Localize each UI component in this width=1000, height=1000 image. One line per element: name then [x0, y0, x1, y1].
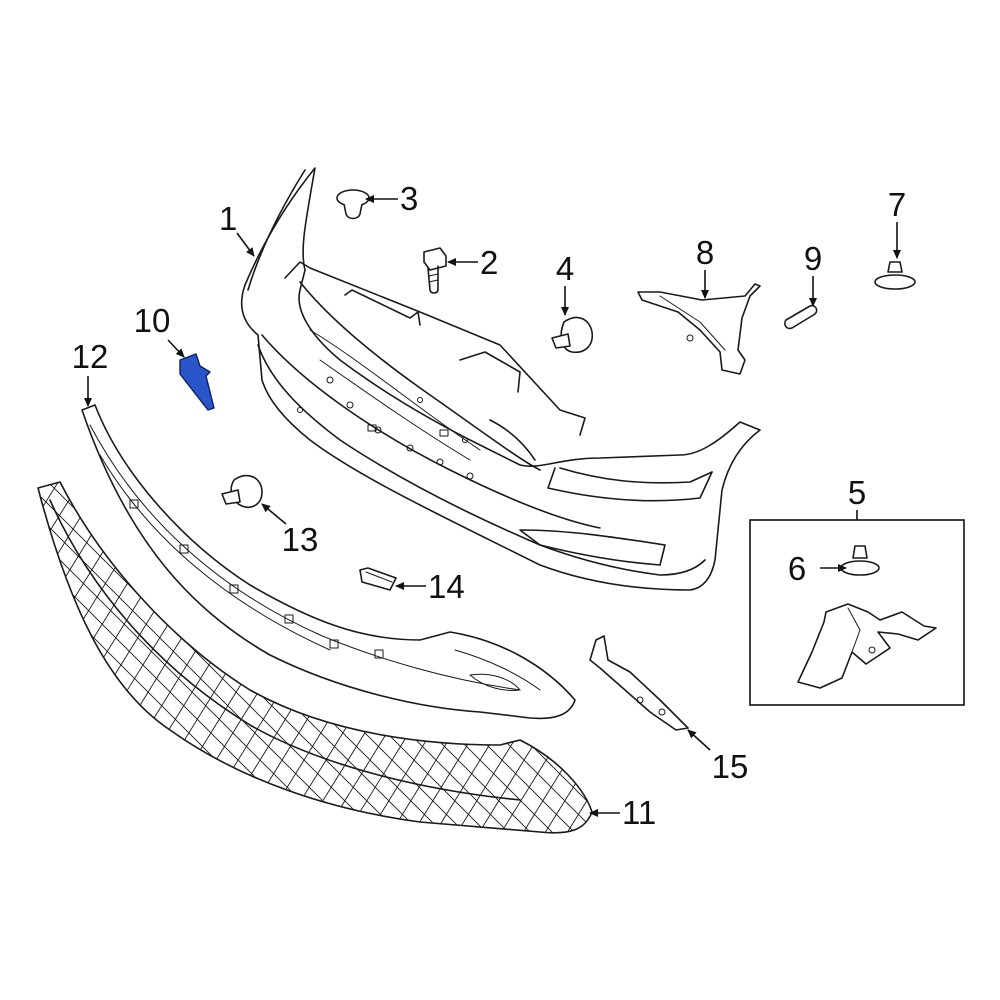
callout-1: 1 — [219, 200, 237, 237]
callout-13: 13 — [282, 521, 319, 558]
retainer-lower[interactable] — [221, 474, 263, 508]
highlighted-bracket[interactable] — [179, 353, 215, 411]
pin[interactable] — [784, 304, 818, 330]
bumper-cover[interactable] — [241, 167, 761, 591]
retainer[interactable] — [551, 316, 594, 354]
push-clip[interactable] — [336, 189, 370, 220]
callout-9: 9 — [804, 240, 822, 277]
callout-14: 14 — [428, 568, 465, 605]
callout-8: 8 — [696, 234, 714, 271]
callout-2: 2 — [480, 244, 498, 281]
leader-lines — [84, 195, 901, 817]
callout-7: 7 — [888, 186, 906, 223]
callout-6: 6 — [788, 550, 806, 587]
callout-11: 11 — [622, 794, 656, 831]
callout-4: 4 — [556, 250, 574, 287]
callout-labels: 1 2 3 4 5 6 7 8 9 10 11 12 13 14 15 — [72, 180, 907, 831]
callout-3: 3 — [400, 180, 418, 217]
inset-box — [749, 510, 965, 706]
rivet-top-right[interactable] — [874, 261, 916, 290]
callout-15: 15 — [712, 748, 749, 785]
callout-5: 5 — [848, 474, 866, 511]
inset-bracket[interactable] — [797, 603, 937, 689]
lower-panel[interactable] — [81, 404, 576, 720]
callout-12: 12 — [72, 338, 109, 375]
pad[interactable] — [359, 567, 397, 591]
bolt[interactable] — [423, 247, 447, 294]
grille-bracket[interactable] — [589, 635, 689, 731]
side-bracket[interactable] — [637, 283, 761, 375]
callout-10: 10 — [134, 302, 171, 339]
